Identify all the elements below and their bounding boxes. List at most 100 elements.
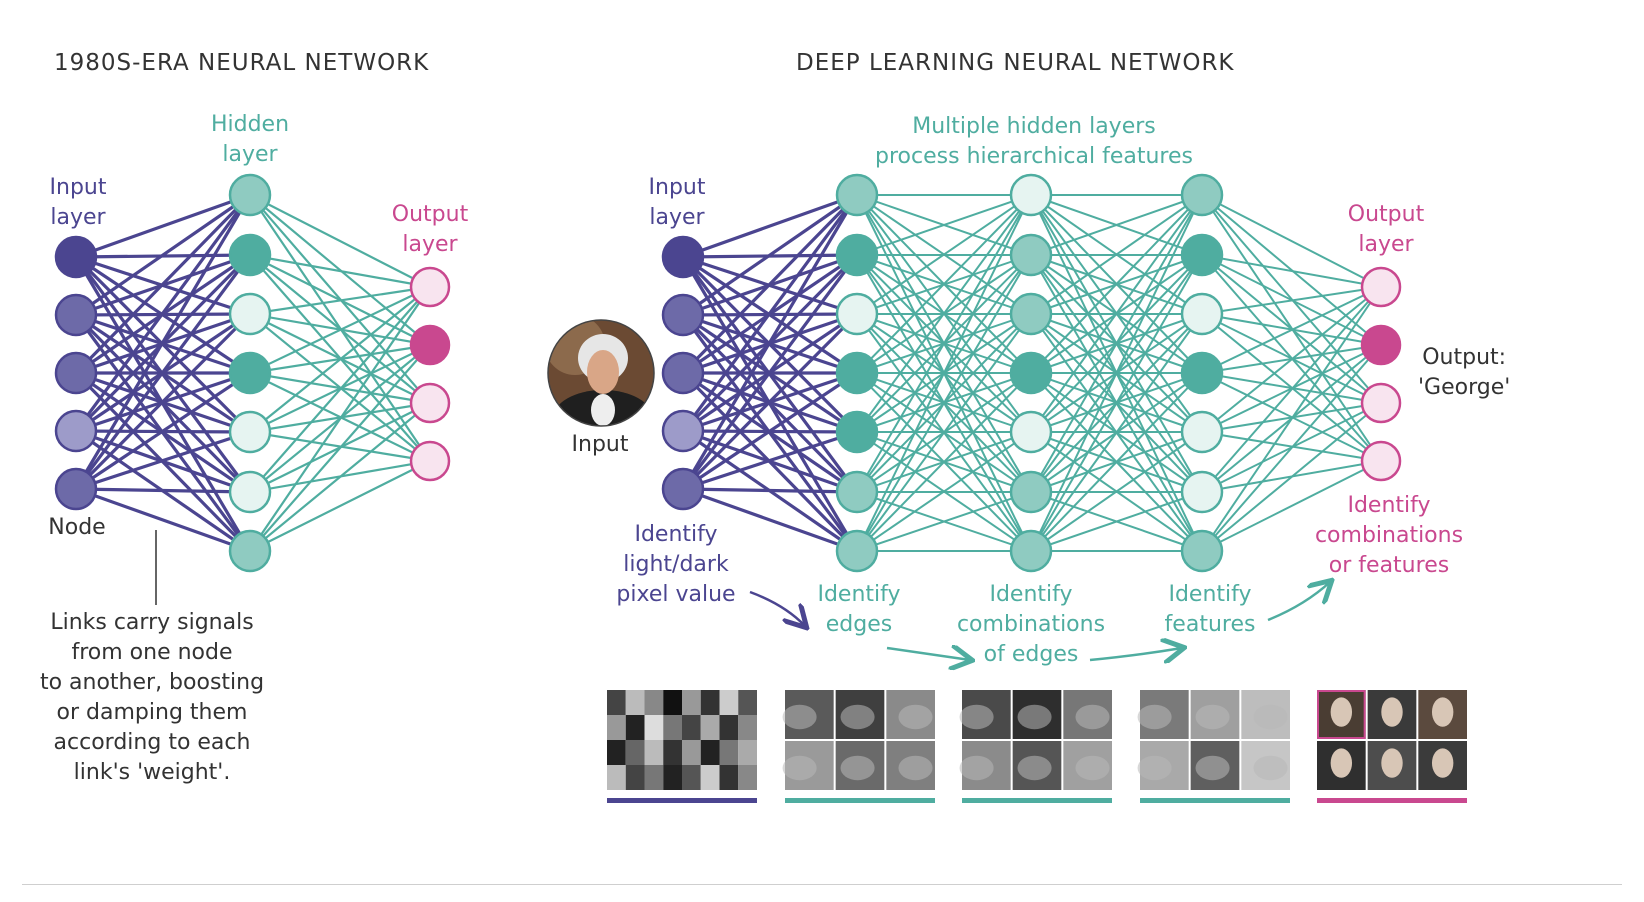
face-shape	[1431, 748, 1454, 778]
pixel-cell	[738, 765, 757, 790]
link	[1201, 194, 1382, 288]
feature-shape	[1075, 755, 1110, 781]
portrait-cravat	[591, 394, 615, 426]
link	[681, 193, 859, 375]
link	[856, 194, 1032, 315]
arrow-edges-to-combinations	[886, 648, 970, 660]
link	[1030, 194, 1203, 433]
link	[74, 193, 252, 433]
link	[681, 193, 859, 259]
link	[248, 459, 432, 553]
link	[1201, 460, 1382, 552]
right-input-node-5	[661, 467, 705, 511]
pixel-cell	[663, 715, 682, 740]
pixel-cell	[644, 740, 664, 765]
link	[248, 401, 432, 553]
pixel-cell	[663, 765, 682, 790]
link	[856, 194, 1032, 256]
link	[1201, 286, 1382, 493]
feature-shape	[1137, 704, 1172, 730]
pixel-cell	[700, 740, 720, 765]
left-input-node-1	[54, 235, 98, 279]
hidden3-node-3	[1180, 292, 1224, 336]
link	[74, 193, 252, 259]
feature-shape	[898, 704, 933, 730]
pixel-cell	[738, 740, 757, 765]
link	[248, 193, 432, 289]
link	[856, 491, 1032, 552]
left-output-node-4	[409, 440, 451, 482]
pixel-cell	[719, 715, 739, 740]
pixel-cell	[719, 690, 739, 715]
left-input-node-3	[54, 351, 98, 395]
left-input-node-5	[54, 467, 98, 511]
thumbnail-group-bar	[607, 798, 757, 803]
link	[681, 487, 859, 494]
link	[681, 253, 859, 491]
pixel-cell	[644, 715, 664, 740]
feature-shape	[782, 755, 817, 781]
hidden2-node-4	[1009, 351, 1053, 395]
hidden2-node-6	[1009, 470, 1053, 514]
feature-shape	[959, 704, 994, 730]
thumbnail-group-pixel-grid	[607, 690, 757, 803]
feature-shape	[1195, 755, 1230, 781]
node-label: Node	[48, 515, 106, 540]
right-input-node-1	[661, 235, 705, 279]
portrait-face	[587, 350, 619, 394]
link	[1030, 194, 1203, 256]
link	[856, 254, 1032, 552]
pixel-cell	[700, 715, 720, 740]
link	[681, 193, 859, 317]
left-output-node-1	[409, 266, 451, 308]
hidden2-node-1	[1009, 173, 1053, 217]
hidden3-node-4	[1180, 351, 1224, 395]
link	[74, 253, 252, 491]
hidden3-node-5	[1180, 410, 1224, 454]
link	[74, 193, 252, 491]
left-hidden-node-3	[228, 292, 272, 336]
thumbnail-group-bar	[962, 798, 1112, 803]
pixel-cell	[719, 765, 739, 790]
link	[1030, 313, 1203, 552]
link	[681, 430, 859, 491]
link	[681, 193, 859, 433]
pixel-cell	[607, 690, 626, 715]
left-hidden-node-2	[228, 233, 272, 277]
link	[74, 487, 252, 553]
link	[1201, 344, 1382, 552]
right-output-node-1	[1360, 266, 1402, 308]
hidden1-node-2	[835, 233, 879, 277]
hidden2-node-2	[1009, 233, 1053, 277]
feature-shape	[1253, 755, 1288, 781]
pixel-cell	[644, 765, 664, 790]
link	[856, 431, 1032, 552]
link	[856, 313, 1032, 552]
hidden1-node-3	[835, 292, 879, 336]
feature-shape	[898, 755, 933, 781]
hidden2-node-3	[1009, 292, 1053, 336]
selected-face-frame	[1317, 690, 1366, 739]
input-image-label: Input	[571, 432, 629, 457]
link	[248, 285, 432, 553]
face-shape	[1330, 748, 1353, 778]
link	[856, 194, 1032, 552]
left-output-node-3	[409, 382, 451, 424]
left-hidden-node-1	[228, 173, 272, 217]
pixel-cell	[625, 715, 645, 740]
thumbnail-group-bar	[1317, 798, 1467, 803]
arrow-pixels-to-edges	[749, 590, 805, 626]
feature-shape	[1017, 755, 1052, 781]
link	[1201, 286, 1382, 552]
pixel-cell	[607, 765, 626, 790]
feature-shape	[1137, 755, 1172, 781]
link	[1201, 402, 1382, 552]
link	[681, 371, 859, 491]
links-note: Links carry signals from one node to ano…	[39, 610, 265, 785]
pixel-cell	[700, 690, 720, 715]
